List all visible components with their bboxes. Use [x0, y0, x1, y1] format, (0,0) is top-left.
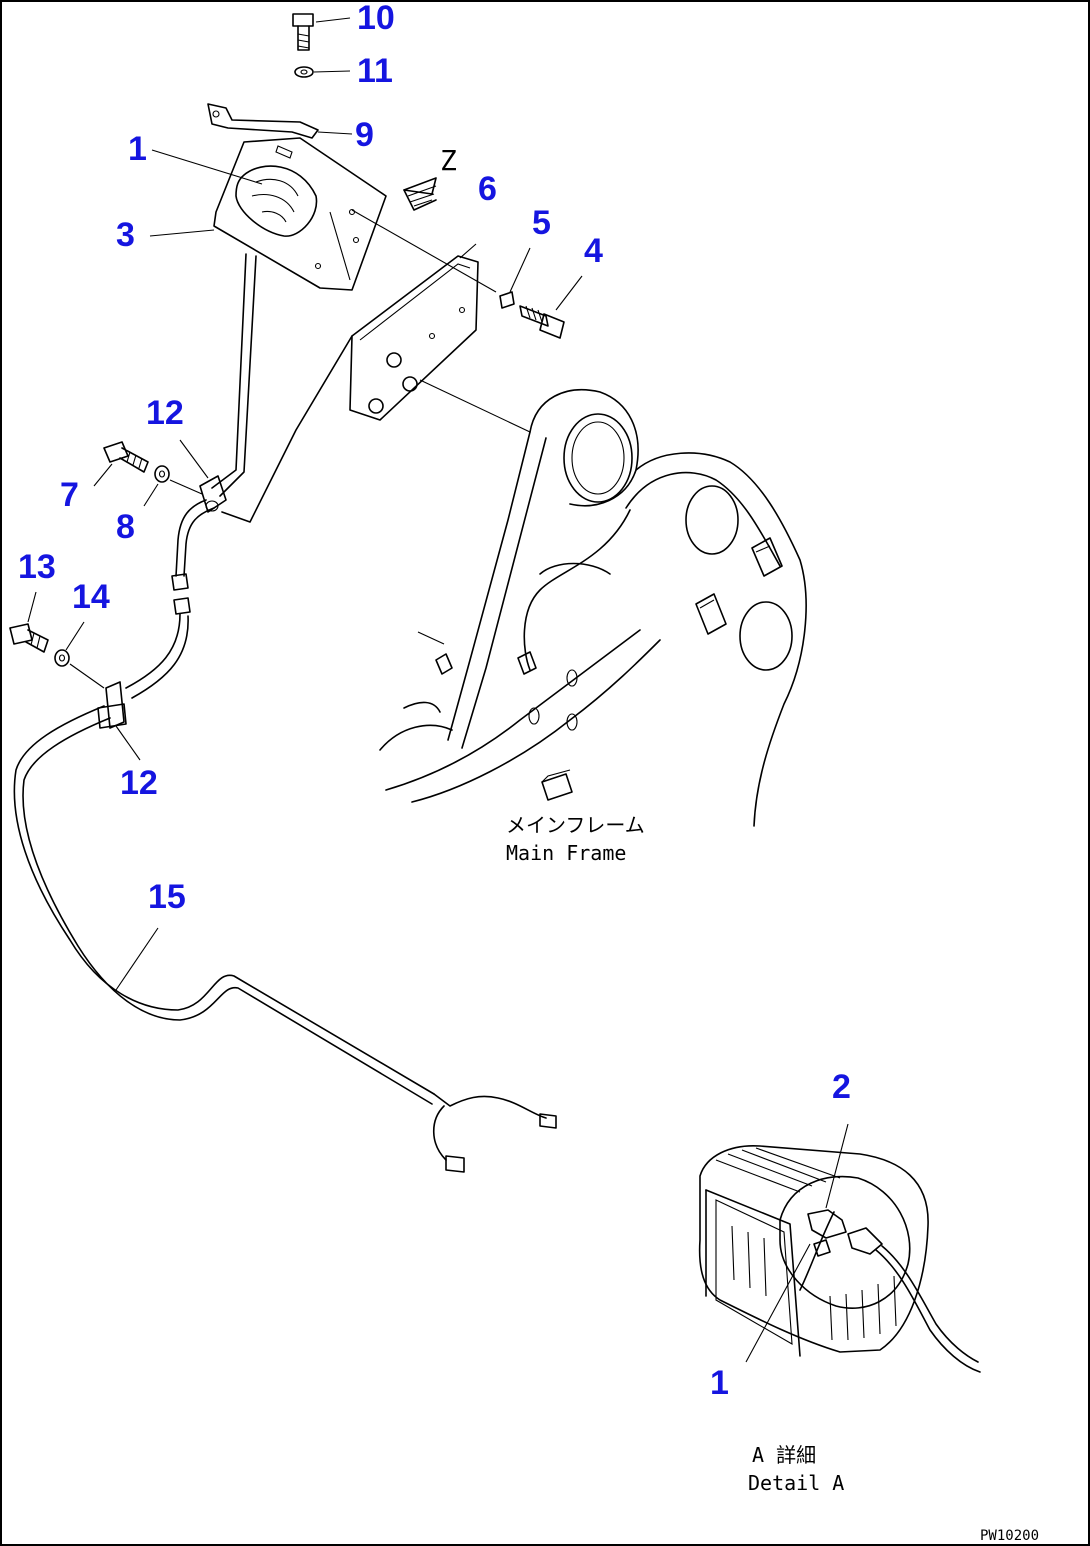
detail-label-en: Detail A	[748, 1471, 844, 1495]
callout-1-top: 1	[128, 130, 147, 168]
wiring-harness-15	[13, 499, 557, 1173]
clamp-12-upper	[179, 439, 227, 513]
callout-11: 11	[357, 52, 393, 90]
washer-5	[499, 247, 531, 309]
view-z-arrow	[403, 177, 437, 211]
bolt-10	[292, 13, 351, 51]
work-lamp-assembly	[149, 137, 387, 497]
bolt-13	[9, 591, 49, 653]
main-frame: メインフレーム Main Frame	[379, 379, 807, 865]
callout-6: 6	[478, 170, 497, 208]
bolt-7	[93, 441, 149, 487]
clamp-12-lower	[97, 681, 141, 761]
detail-a-lamp: A 詳細 Detail A	[698, 1123, 981, 1495]
callout-14: 14	[72, 578, 110, 616]
callout-12-top: 12	[146, 394, 184, 432]
bracket-9	[207, 103, 353, 139]
bolt-4	[519, 275, 583, 339]
callout-4: 4	[584, 232, 603, 270]
main-frame-label-jp: メインフレーム	[506, 813, 645, 837]
callout-3: 3	[116, 216, 135, 254]
washer-14	[54, 621, 105, 689]
callout-15: 15	[148, 878, 186, 916]
callout-8: 8	[116, 508, 135, 546]
view-letter-z: Z	[440, 144, 457, 177]
detail-label-jp: A 詳細	[752, 1443, 816, 1467]
washer-11	[294, 66, 351, 78]
drawing-code: PW10200	[980, 1528, 1039, 1544]
callout-13: 13	[18, 548, 56, 586]
callout-2: 2	[832, 1068, 851, 1106]
callout-5: 5	[532, 204, 551, 242]
callout-1-detail: 1	[710, 1364, 729, 1402]
mount-plate-6	[221, 209, 497, 523]
washer-8	[143, 465, 203, 507]
main-frame-label-en: Main Frame	[506, 841, 626, 865]
callout-7: 7	[60, 476, 79, 514]
callout-12-bottom: 12	[120, 764, 158, 802]
callout-10: 10	[357, 0, 395, 37]
callout-9: 9	[355, 116, 374, 154]
